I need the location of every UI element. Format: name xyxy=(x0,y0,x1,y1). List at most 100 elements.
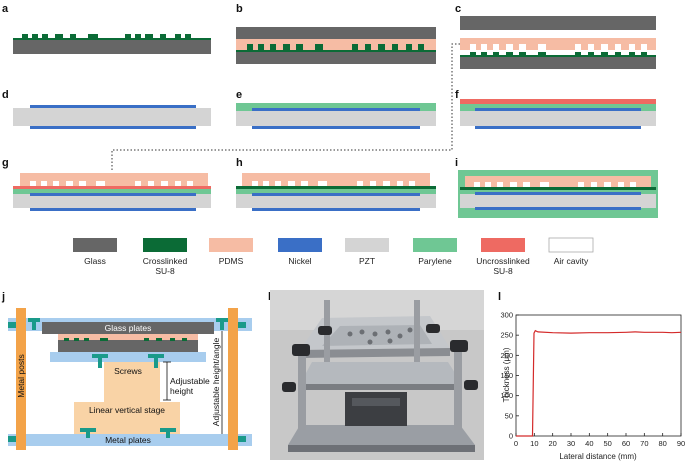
glass-plates-label: Glass plates xyxy=(105,323,152,333)
linear-stage xyxy=(345,392,407,426)
metal-post-left xyxy=(16,308,26,450)
su8-pillars xyxy=(22,34,191,38)
adjustable-angle-label: Adjustable height/angle xyxy=(211,338,221,427)
legend-item-parylene: Parylene xyxy=(413,238,457,266)
panel-label-l: l xyxy=(498,291,501,303)
panel-e-diagram xyxy=(236,103,436,129)
panel-label-d: d xyxy=(2,89,9,101)
su8-pillars xyxy=(247,44,424,50)
metal-plates-label: Metal plates xyxy=(105,435,151,445)
panel-f-diagram xyxy=(460,99,656,129)
nickel-bottom xyxy=(252,208,420,211)
legend-label: Uncrosslinked xyxy=(476,256,530,266)
x-tick-label: 70 xyxy=(640,439,648,448)
panel-label-h: h xyxy=(236,157,243,169)
glass-bottom xyxy=(460,57,656,69)
stage-plate xyxy=(50,352,206,362)
legend-label: Glass xyxy=(84,256,106,266)
nickel-bottom xyxy=(252,126,420,129)
panel-label-i: i xyxy=(455,157,458,169)
air-cavities xyxy=(474,182,636,187)
legend-label: Nickel xyxy=(288,256,311,266)
panel-label-c: c xyxy=(455,3,461,15)
middle-plate-edge xyxy=(300,384,462,390)
stage-upper-block xyxy=(104,362,160,378)
panel-h-diagram xyxy=(236,173,436,211)
metal-post-right xyxy=(228,308,238,450)
panel-label-j: j xyxy=(1,291,5,303)
panel-a-diagram xyxy=(13,34,211,54)
parylene-layer xyxy=(236,103,436,111)
panel-label-g: g xyxy=(2,157,9,169)
air-cavities xyxy=(252,181,415,186)
su8-pillars xyxy=(470,52,647,55)
y-tick-label: 250 xyxy=(500,331,513,340)
nickel-bottom xyxy=(30,208,196,211)
x-tick-label: 0 xyxy=(514,439,518,448)
nickel-bottom xyxy=(475,126,641,129)
pdms-layer xyxy=(58,334,198,340)
screws xyxy=(28,318,228,438)
plate-holes xyxy=(347,327,413,345)
thickness-series-line xyxy=(516,329,682,437)
nickel-bottom xyxy=(475,207,641,210)
panel-label-f: f xyxy=(455,89,459,101)
legend-item-crosslinked-su8: Crosslinked SU-8 xyxy=(143,238,188,276)
y-tick-label: 300 xyxy=(500,311,513,320)
post-clamps xyxy=(8,322,246,442)
panel-label-b: b xyxy=(236,3,243,15)
nickel-top xyxy=(30,193,196,196)
x-tick-label: 80 xyxy=(658,439,666,448)
panel-label-e: e xyxy=(236,89,242,101)
screws-label: Screws xyxy=(114,366,142,376)
pdms-layer xyxy=(460,38,656,50)
parylene-layer xyxy=(13,189,211,194)
glass-layer xyxy=(13,40,211,54)
y-tick-label: 200 xyxy=(500,351,513,360)
uncrosslinked-su8-layer xyxy=(13,186,211,189)
legend-label-line2: SU-8 xyxy=(155,266,175,276)
panel-d-diagram xyxy=(13,105,211,129)
glass-plate-upper xyxy=(42,322,214,334)
uncrosslinked-su8-layer xyxy=(460,99,656,104)
glass-bottom xyxy=(236,52,436,64)
nickel-top xyxy=(475,108,641,111)
adjustable-height-label-line2: height xyxy=(170,386,194,396)
panel-k-setup-photo xyxy=(270,290,484,460)
y-tick-label: 50 xyxy=(505,411,513,420)
nickel-top xyxy=(252,108,420,111)
y-tick-label: 100 xyxy=(500,391,513,400)
legend-label: Parylene xyxy=(418,256,452,266)
pzt-layer xyxy=(460,194,656,208)
x-tick-label: 30 xyxy=(567,439,575,448)
legend-item-air-cavity: Air cavity xyxy=(548,237,594,266)
y-tick-label: 0 xyxy=(509,432,513,441)
su8-base xyxy=(236,50,436,52)
pzt-layer xyxy=(13,108,211,126)
panel-label-a: a xyxy=(2,3,9,15)
legend-item-pzt: PZT xyxy=(345,238,389,266)
x-axis-label: Lateral distance (mm) xyxy=(559,452,637,461)
legend-item-uncrosslinked-su8: Uncrosslinked SU-8 xyxy=(476,238,530,276)
pzt-layer xyxy=(236,194,436,208)
base-plate xyxy=(288,425,475,445)
post-knobs xyxy=(282,324,478,392)
air-cavities xyxy=(30,181,193,186)
pzt-layer xyxy=(236,111,436,126)
glass-top xyxy=(236,27,436,39)
legend-item-nickel: Nickel xyxy=(278,238,322,266)
legend-swatch xyxy=(143,238,187,252)
x-tick-label: 40 xyxy=(585,439,593,448)
linear-stage-label: Linear vertical stage xyxy=(89,405,165,415)
legend-swatch xyxy=(548,237,594,253)
panel-j-setup-diagram: Metal plates Glass plates Screws Linear … xyxy=(8,308,252,450)
legend-label: Air cavity xyxy=(554,256,589,266)
pdms-cavities xyxy=(470,44,647,50)
top-plate-edge xyxy=(300,348,450,358)
legend-swatch xyxy=(278,238,322,252)
x-tick-label: 10 xyxy=(530,439,538,448)
middle-plate xyxy=(300,362,462,384)
legend-label: Crosslinked xyxy=(143,256,188,266)
